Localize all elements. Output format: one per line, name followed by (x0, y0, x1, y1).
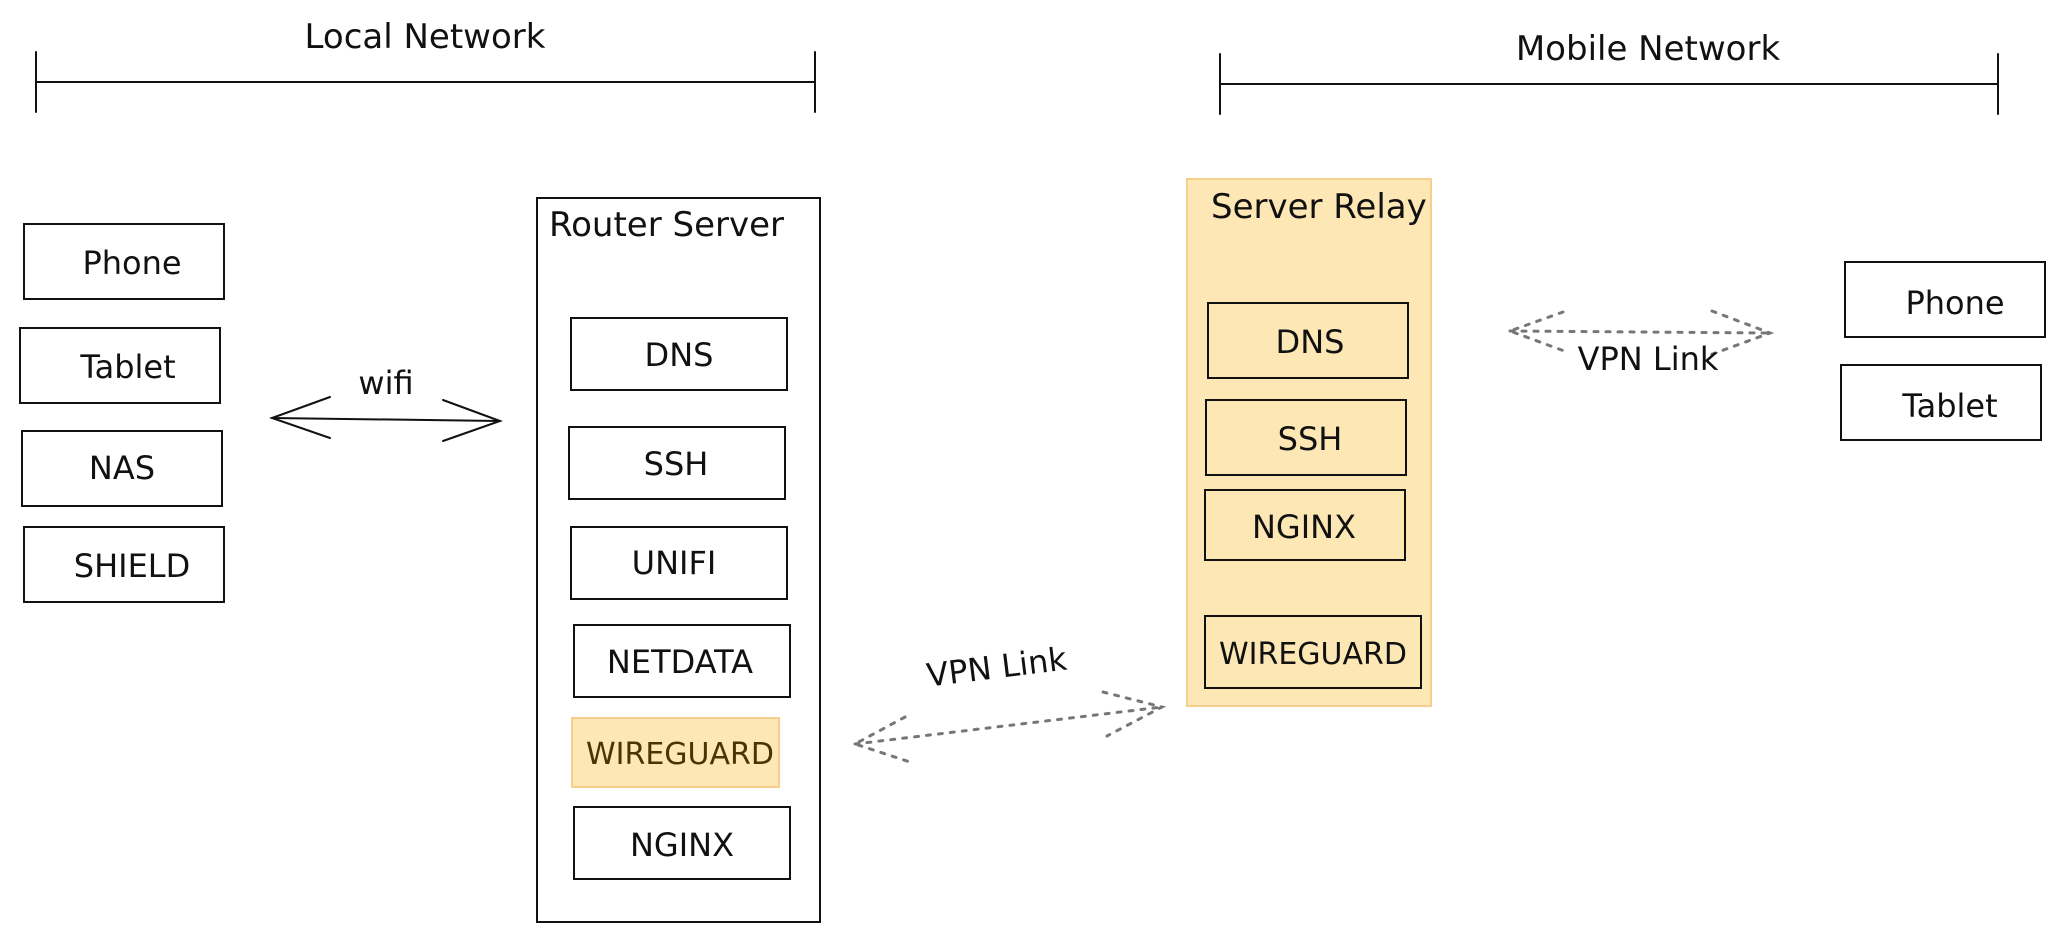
wifi-link-label: wifi (358, 364, 413, 402)
router-service-nginx: NGINX (573, 806, 791, 880)
vpn-link-top-label: VPN Link (1578, 340, 1719, 378)
vpn-link-bottom: VPN Link (851, 640, 1167, 764)
local-device-label: Tablet (79, 348, 175, 386)
router-service-ssh: SSH (568, 426, 786, 500)
mobile-device-phone: Phone (1844, 261, 2046, 338)
local-device-label: NAS (89, 449, 155, 487)
local-device-nas: NAS (21, 430, 223, 507)
router-server-label: Router Server (549, 205, 784, 245)
service-label: WIREGUARD (1219, 637, 1407, 672)
local-device-phone: Phone (23, 223, 225, 300)
local-device-label: SHIELD (74, 547, 191, 585)
local-device-label: Phone (82, 244, 181, 282)
local-devices: Phone Tablet NAS SHIELD (19, 223, 225, 603)
service-label: NGINX (630, 826, 734, 864)
relay-service-ssh: SSH (1205, 399, 1407, 476)
vpn-link-top: VPN Link (1505, 309, 1775, 378)
mobile-device-tablet: Tablet (1840, 364, 2042, 441)
relay-service-dns: DNS (1207, 302, 1409, 379)
relay-service-nginx: NGINX (1204, 489, 1406, 561)
mobile-device-label: Tablet (1901, 387, 1997, 425)
local-device-tablet: Tablet (19, 327, 221, 404)
mobile-devices: Phone Tablet (1840, 261, 2046, 441)
server-relay-label: Server Relay (1211, 187, 1427, 227)
wifi-link-arrow: wifi (268, 364, 503, 442)
service-label: UNIFI (632, 544, 717, 582)
router-service-dns: DNS (570, 317, 788, 391)
router-service-netdata: NETDATA (573, 624, 791, 698)
server-relay: Server Relay DNS SSH NGINX WIREGUARD (1186, 178, 1432, 707)
mobile-device-label: Phone (1905, 284, 2004, 322)
service-label: NETDATA (607, 643, 753, 681)
service-label: WIREGUARD (586, 737, 774, 772)
service-label: SSH (644, 445, 709, 483)
local-network-label: Local Network (305, 17, 546, 57)
service-label: SSH (1278, 420, 1343, 458)
router-server: Router Server DNS SSH UNIFI NETDATA WIRE… (536, 197, 821, 923)
router-service-wireguard: WIREGUARD (571, 717, 780, 788)
service-label: DNS (1276, 323, 1345, 361)
local-network-bracket: Local Network (35, 17, 816, 113)
mobile-network-label: Mobile Network (1516, 29, 1781, 69)
relay-service-wireguard: WIREGUARD (1204, 615, 1422, 689)
service-label: NGINX (1252, 508, 1356, 546)
mobile-network-bracket: Mobile Network (1219, 29, 1999, 115)
vpn-link-bottom-label: VPN Link (924, 640, 1069, 695)
service-label: DNS (645, 336, 714, 374)
router-service-unifi: UNIFI (570, 526, 788, 600)
local-device-shield: SHIELD (23, 526, 225, 603)
